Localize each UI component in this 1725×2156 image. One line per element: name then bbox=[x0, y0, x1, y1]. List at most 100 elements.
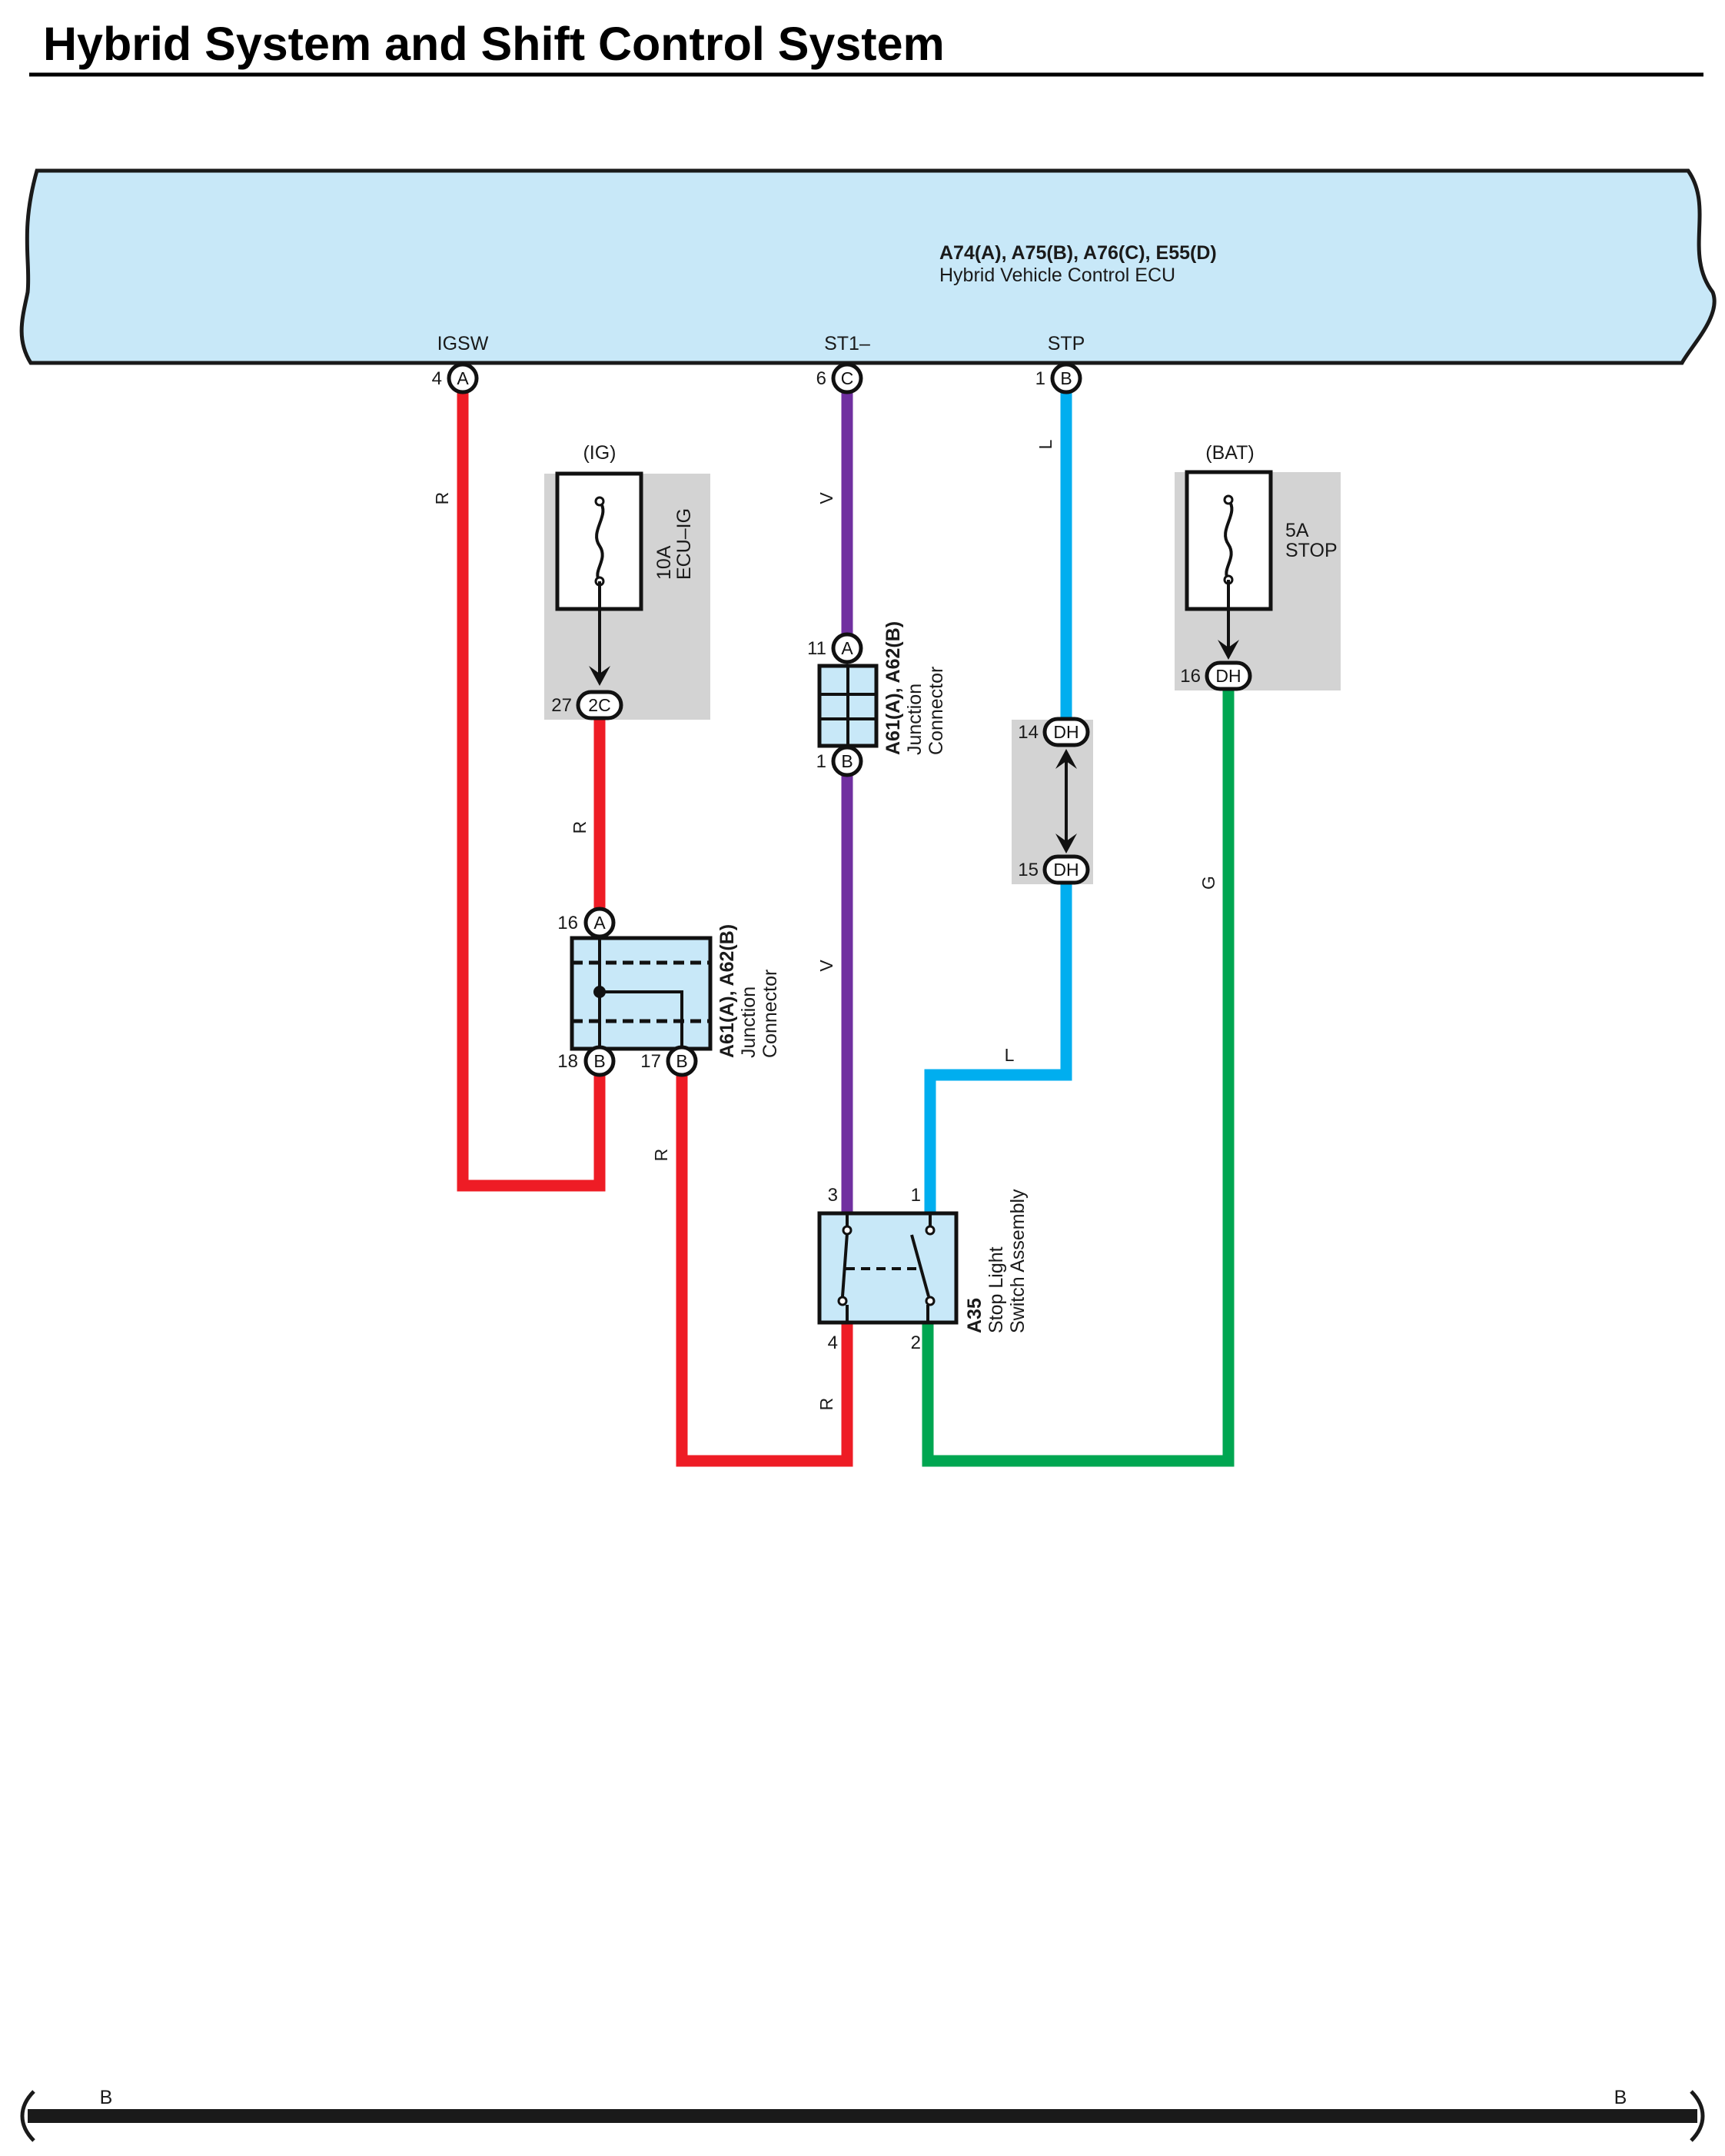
wire-label-g: G bbox=[1198, 876, 1218, 890]
junction-lower-pin-b17-letter: B bbox=[676, 1051, 687, 1071]
signal-stp: STP bbox=[1048, 333, 1085, 354]
pin-igsw bbox=[447, 362, 479, 394]
fuse-ig: (IG) 10A ECU–IG 2C 27 bbox=[551, 442, 695, 720]
wire-green-stop-fuse bbox=[922, 683, 1235, 1467]
wire-label-v-2: V bbox=[816, 960, 836, 972]
pin-igsw-number: 4 bbox=[432, 368, 442, 389]
junction-lower-part: A61(A), A62(B) bbox=[716, 924, 738, 1058]
inline-pin-14-number: 14 bbox=[1018, 722, 1039, 743]
inline-connector: DH 14 DH 15 bbox=[1018, 717, 1090, 885]
ecu-pins: A 4 C 6 B 1 bbox=[432, 362, 1082, 394]
junction-upper-line2: Connector bbox=[926, 667, 947, 755]
inline-pin-14-letter: DH bbox=[1053, 722, 1079, 742]
fuse-bat: (BAT) 5A STOP DH 16 bbox=[1180, 442, 1338, 691]
wire-red-junction-to-switch bbox=[676, 1058, 853, 1467]
wire-blue-to-switch bbox=[924, 878, 1072, 1219]
ecu-name-label: Hybrid Vehicle Control ECU bbox=[939, 265, 1175, 286]
pin-igsw-letter: A bbox=[457, 368, 469, 388]
pin-2c bbox=[576, 690, 623, 720]
fuse-ig-terminal-top bbox=[594, 496, 605, 507]
fuse-ig-element-icon bbox=[595, 500, 605, 583]
fuse-ig-arrow-icon bbox=[589, 666, 610, 686]
switch-pin-2: 2 bbox=[911, 1333, 921, 1353]
junction-lower-pin-b17 bbox=[666, 1045, 698, 1077]
pin-st1 bbox=[831, 362, 863, 394]
switch-pin-3: 3 bbox=[828, 1185, 838, 1206]
ecu-block bbox=[19, 168, 1717, 365]
junction-connector-upper: A 11 B 1 A61(A), A62(B) Junction Connect… bbox=[807, 621, 947, 777]
pin-2c-number: 27 bbox=[551, 695, 572, 716]
wire-label-l-2: L bbox=[1005, 1045, 1015, 1065]
ecu-part-label: A74(A), A75(B), A76(C), E55(D) bbox=[939, 242, 1217, 264]
footer-bracket-left bbox=[20, 2090, 35, 2142]
junction-lower-pin-b17-number: 17 bbox=[640, 1051, 661, 1072]
switch-contact-2 bbox=[925, 1296, 936, 1306]
junction-upper-pin-a bbox=[831, 632, 863, 664]
wire-label-l-1: L bbox=[1035, 439, 1055, 449]
junction-lower-pin-a-number: 16 bbox=[557, 913, 578, 933]
junction-lower-line2: Connector bbox=[759, 970, 781, 1058]
signal-igsw: IGSW bbox=[437, 333, 489, 354]
inline-pin-15 bbox=[1042, 854, 1090, 885]
stop-switch-line2: Switch Assembly bbox=[1007, 1189, 1029, 1333]
junction-lower-pin-b18-letter: B bbox=[593, 1051, 605, 1071]
pin-2c-letter: 2C bbox=[588, 695, 610, 715]
wire-red-igsw bbox=[457, 378, 606, 1192]
pin-dh-16-number: 16 bbox=[1180, 666, 1201, 687]
junction-lower-line1: Junction bbox=[738, 987, 759, 1058]
pin-st1-letter: C bbox=[841, 368, 854, 388]
switch-pin-4: 4 bbox=[828, 1333, 838, 1353]
footer-label-left: B bbox=[100, 2087, 113, 2108]
wire-label-r-1: R bbox=[432, 492, 452, 505]
junction-upper-line1: Junction bbox=[904, 684, 926, 755]
junction-upper-pin-a-number: 11 bbox=[807, 638, 826, 659]
inline-arrow-down-icon bbox=[1055, 833, 1077, 853]
pin-st1-number: 6 bbox=[816, 368, 826, 389]
switch-contact-3 bbox=[842, 1225, 853, 1236]
switch-blade-right bbox=[910, 1234, 930, 1297]
stop-light-switch: 3 1 4 2 A35 Stop Light Switch Assembly bbox=[817, 1185, 1029, 1353]
pin-stp-number: 1 bbox=[1035, 368, 1045, 389]
junction-connector-lower: A 16 B 18 B 17 A61(A), A62(B) Junction C… bbox=[557, 907, 781, 1077]
wires bbox=[457, 378, 1235, 1467]
fuse-bat-terminal-top bbox=[1223, 494, 1234, 505]
pin-stp-letter: B bbox=[1060, 368, 1072, 388]
inline-arrow-up-icon bbox=[1055, 749, 1077, 769]
stop-switch-line1: Stop Light bbox=[985, 1246, 1007, 1333]
switch-blade-left bbox=[841, 1233, 849, 1297]
wire-labels: R R R R V V L L G bbox=[432, 439, 1218, 1410]
junction-upper-pin-a-letter: A bbox=[841, 638, 853, 658]
inline-pin-15-number: 15 bbox=[1018, 860, 1039, 880]
footer-label-right: B bbox=[1614, 2087, 1627, 2108]
junction-lower-pin-a-letter: A bbox=[593, 913, 606, 933]
pin-stp bbox=[1050, 362, 1082, 394]
signal-st1: ST1– bbox=[824, 333, 870, 354]
wire-label-r-4: R bbox=[816, 1398, 836, 1411]
stop-switch-body bbox=[817, 1211, 959, 1325]
fuse-bat-arrow-icon bbox=[1218, 640, 1239, 660]
switch-contact-4 bbox=[837, 1296, 848, 1306]
fuse-ig-name: ECU–IG bbox=[673, 508, 695, 580]
junction-upper-pin-b-number: 1 bbox=[816, 751, 826, 772]
junction-lower-splice-dot bbox=[593, 986, 606, 998]
junction-upper-pin-b bbox=[831, 745, 863, 777]
fuse-bat-element-icon bbox=[1224, 498, 1234, 581]
wire-label-v-1: V bbox=[816, 492, 836, 504]
fuse-bat-header: (BAT) bbox=[1205, 442, 1254, 464]
junction-lower-pin-b18-number: 18 bbox=[557, 1051, 578, 1072]
footer-bus: B B bbox=[20, 2087, 1705, 2142]
fuse-ig-rating: 10A bbox=[653, 545, 675, 580]
pin-dh-16 bbox=[1205, 660, 1252, 691]
switch-contact-1 bbox=[925, 1225, 936, 1236]
footer-bracket-right bbox=[1690, 2090, 1705, 2142]
junction-lower-pin-b18 bbox=[583, 1045, 616, 1077]
fuse-ig-header: (IG) bbox=[583, 442, 616, 464]
stop-switch-part: A35 bbox=[964, 1298, 985, 1333]
junction-upper-pin-b-letter: B bbox=[841, 751, 853, 771]
fuse-bat-rating: 5A bbox=[1285, 520, 1309, 541]
inline-pin-15-letter: DH bbox=[1053, 860, 1079, 880]
pin-dh-16-letter: DH bbox=[1215, 666, 1241, 686]
fuse-bat-name: STOP bbox=[1285, 540, 1338, 561]
switch-pin-1: 1 bbox=[911, 1185, 921, 1206]
page-title: Hybrid System and Shift Control System bbox=[43, 18, 945, 70]
